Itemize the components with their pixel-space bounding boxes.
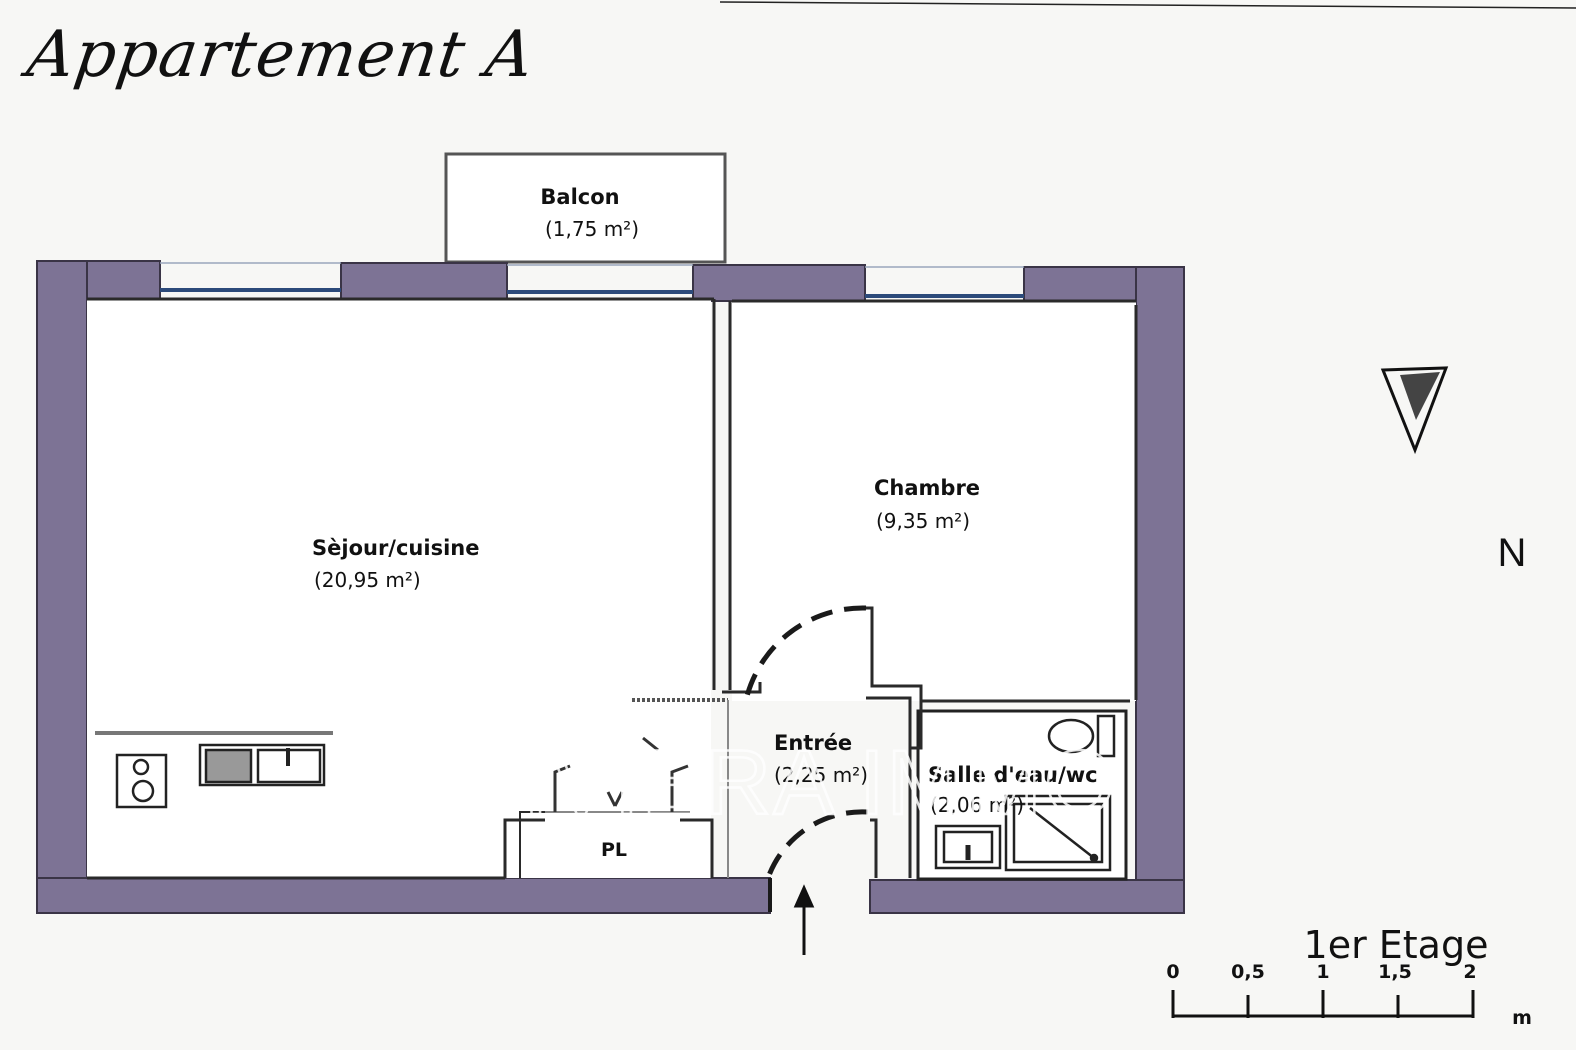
north-arrow-icon — [1380, 366, 1449, 455]
placard-fittings — [553, 736, 689, 812]
floor-label: 1er Etage — [1304, 923, 1489, 967]
north-label: N — [1498, 531, 1527, 575]
entrance-arrow-icon — [793, 884, 815, 955]
placard-label: PL — [601, 839, 627, 861]
windows — [160, 288, 1024, 298]
salle-name: Salle d'eau/wc — [928, 763, 1098, 787]
scale-tick: 2 — [1463, 961, 1476, 983]
sejour-area: (20,95 m²) — [314, 568, 421, 592]
washbasin-icon — [934, 824, 1002, 870]
scale-tick: 0,5 — [1231, 961, 1265, 983]
balcon-name: Balcon — [540, 185, 619, 209]
entree-area: (2,25 m²) — [774, 763, 868, 787]
chambre-name: Chambre — [874, 476, 980, 500]
toilet-icon — [1047, 714, 1116, 758]
entree-name: Entrée — [774, 731, 852, 755]
walls — [36, 260, 1185, 914]
balcony — [444, 152, 727, 264]
sejour-name: Sèjour/cuisine — [312, 536, 479, 560]
balcon-area: (1,75 m²) — [545, 217, 639, 241]
sink-icon — [198, 743, 326, 787]
chambre-area: (9,35 m²) — [876, 509, 970, 533]
watermark: RIVIERA IMMO — [455, 732, 1118, 834]
scale-tick: 1 — [1316, 961, 1329, 983]
scale-unit: m — [1512, 1007, 1532, 1029]
page-border-line — [719, 1, 1576, 9]
door-swings — [743, 605, 869, 879]
partitions — [87, 297, 1138, 880]
hob-icon — [115, 753, 168, 809]
scale-bar — [1171, 990, 1475, 1018]
scale-tick: 0 — [1166, 961, 1179, 983]
chambre-floor — [732, 301, 1136, 701]
scale-tick: 1,5 — [1378, 961, 1412, 983]
sejour-floor — [87, 299, 711, 878]
salle-area: (2,06 m²) — [930, 793, 1024, 817]
shower-icon — [1004, 794, 1112, 872]
